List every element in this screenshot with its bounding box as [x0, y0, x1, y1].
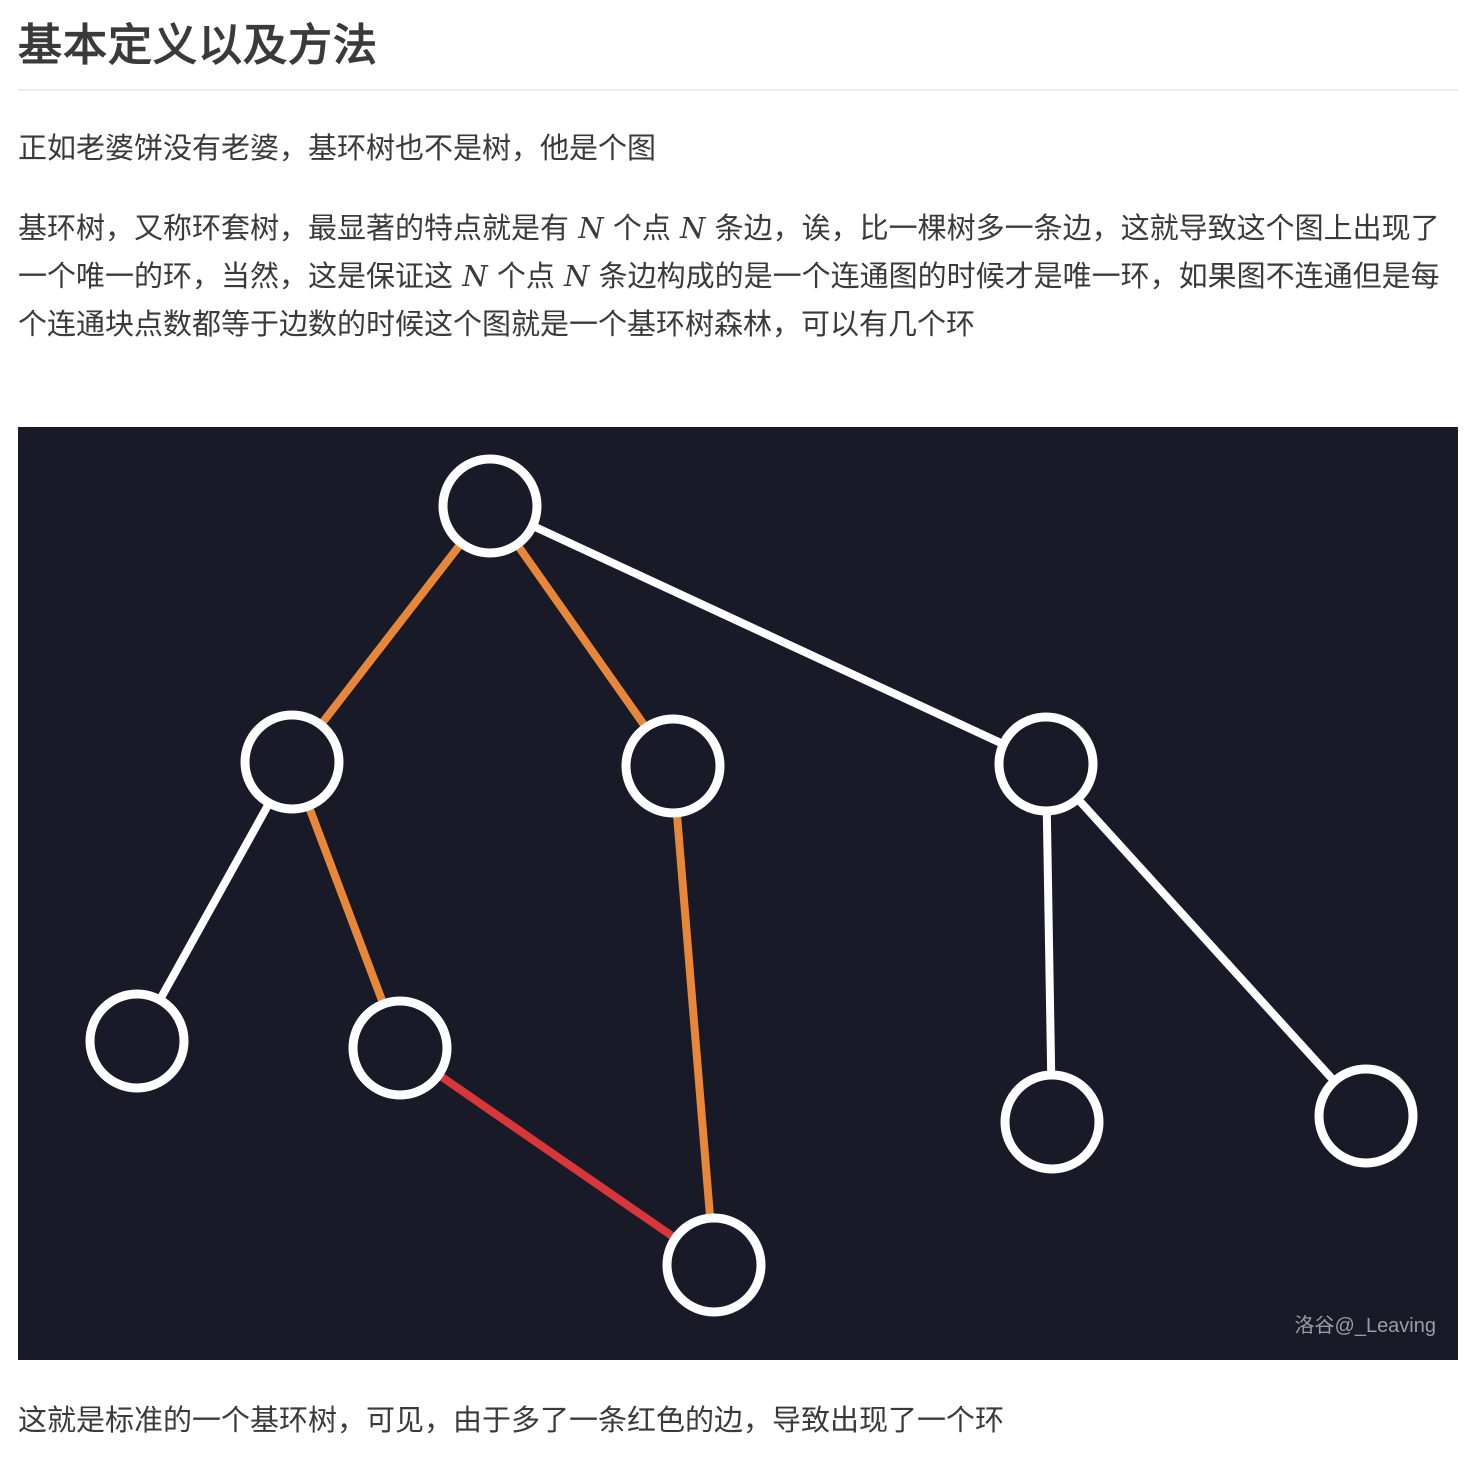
edge-cycle — [306, 805, 386, 1005]
edge-tree — [1076, 797, 1336, 1083]
edge-extra — [437, 1072, 677, 1241]
caption-paragraph: 这就是标准的一个基环树，可见，由于多了一条红色的边，导致出现了一个环 — [18, 1403, 1005, 1437]
math-n: N — [564, 259, 590, 293]
pseudotree-diagram: 洛谷@_Leaving — [18, 427, 1458, 1360]
graph-node — [1000, 1070, 1104, 1174]
text-span: 基环树，又称环套树，最显著的特点就是有 — [18, 211, 579, 245]
text-span: 个点 — [603, 211, 681, 245]
edge-cycle — [319, 542, 463, 726]
heading-divider — [18, 89, 1458, 91]
graph-node — [240, 710, 344, 814]
edge-tree — [1042, 810, 1056, 1076]
definition-paragraph: 基环树，又称环套树，最显著的特点就是有 N 个点 N 条边，诶，比一棵树多一条边… — [18, 204, 1458, 348]
edge-tree — [532, 523, 1004, 747]
section-heading: 基本定义以及方法 — [18, 20, 378, 71]
math-n: N — [462, 259, 488, 293]
text-span: 条边，诶，比一棵树多一条边，这就导致这个图上出现了一个唯一的环，当然，这是保证这 — [18, 211, 1440, 293]
graph-node — [1314, 1064, 1418, 1168]
graph-node — [438, 454, 542, 558]
edge-cycle — [673, 812, 714, 1219]
graph-node — [994, 712, 1098, 816]
edge-cycle — [515, 543, 648, 729]
text-span: 个点 — [487, 259, 565, 293]
text-span: 条边构成的是一个连通图的时候才是唯一环，如果图不连通但是每个连通块点数都等于边数… — [18, 259, 1440, 341]
intro-paragraph: 正如老婆饼没有老婆，基环树也不是树，他是个图 — [18, 131, 657, 165]
math-n: N — [680, 211, 706, 245]
graph-node — [348, 996, 452, 1100]
graph-node — [85, 989, 189, 1093]
graph-node — [662, 1213, 766, 1317]
math-n: N — [578, 211, 604, 245]
graph-canvas — [85, 454, 1418, 1317]
watermark: 洛谷@_Leaving — [1294, 1315, 1436, 1337]
graph-node — [621, 714, 725, 818]
edge-tree — [157, 802, 272, 1001]
